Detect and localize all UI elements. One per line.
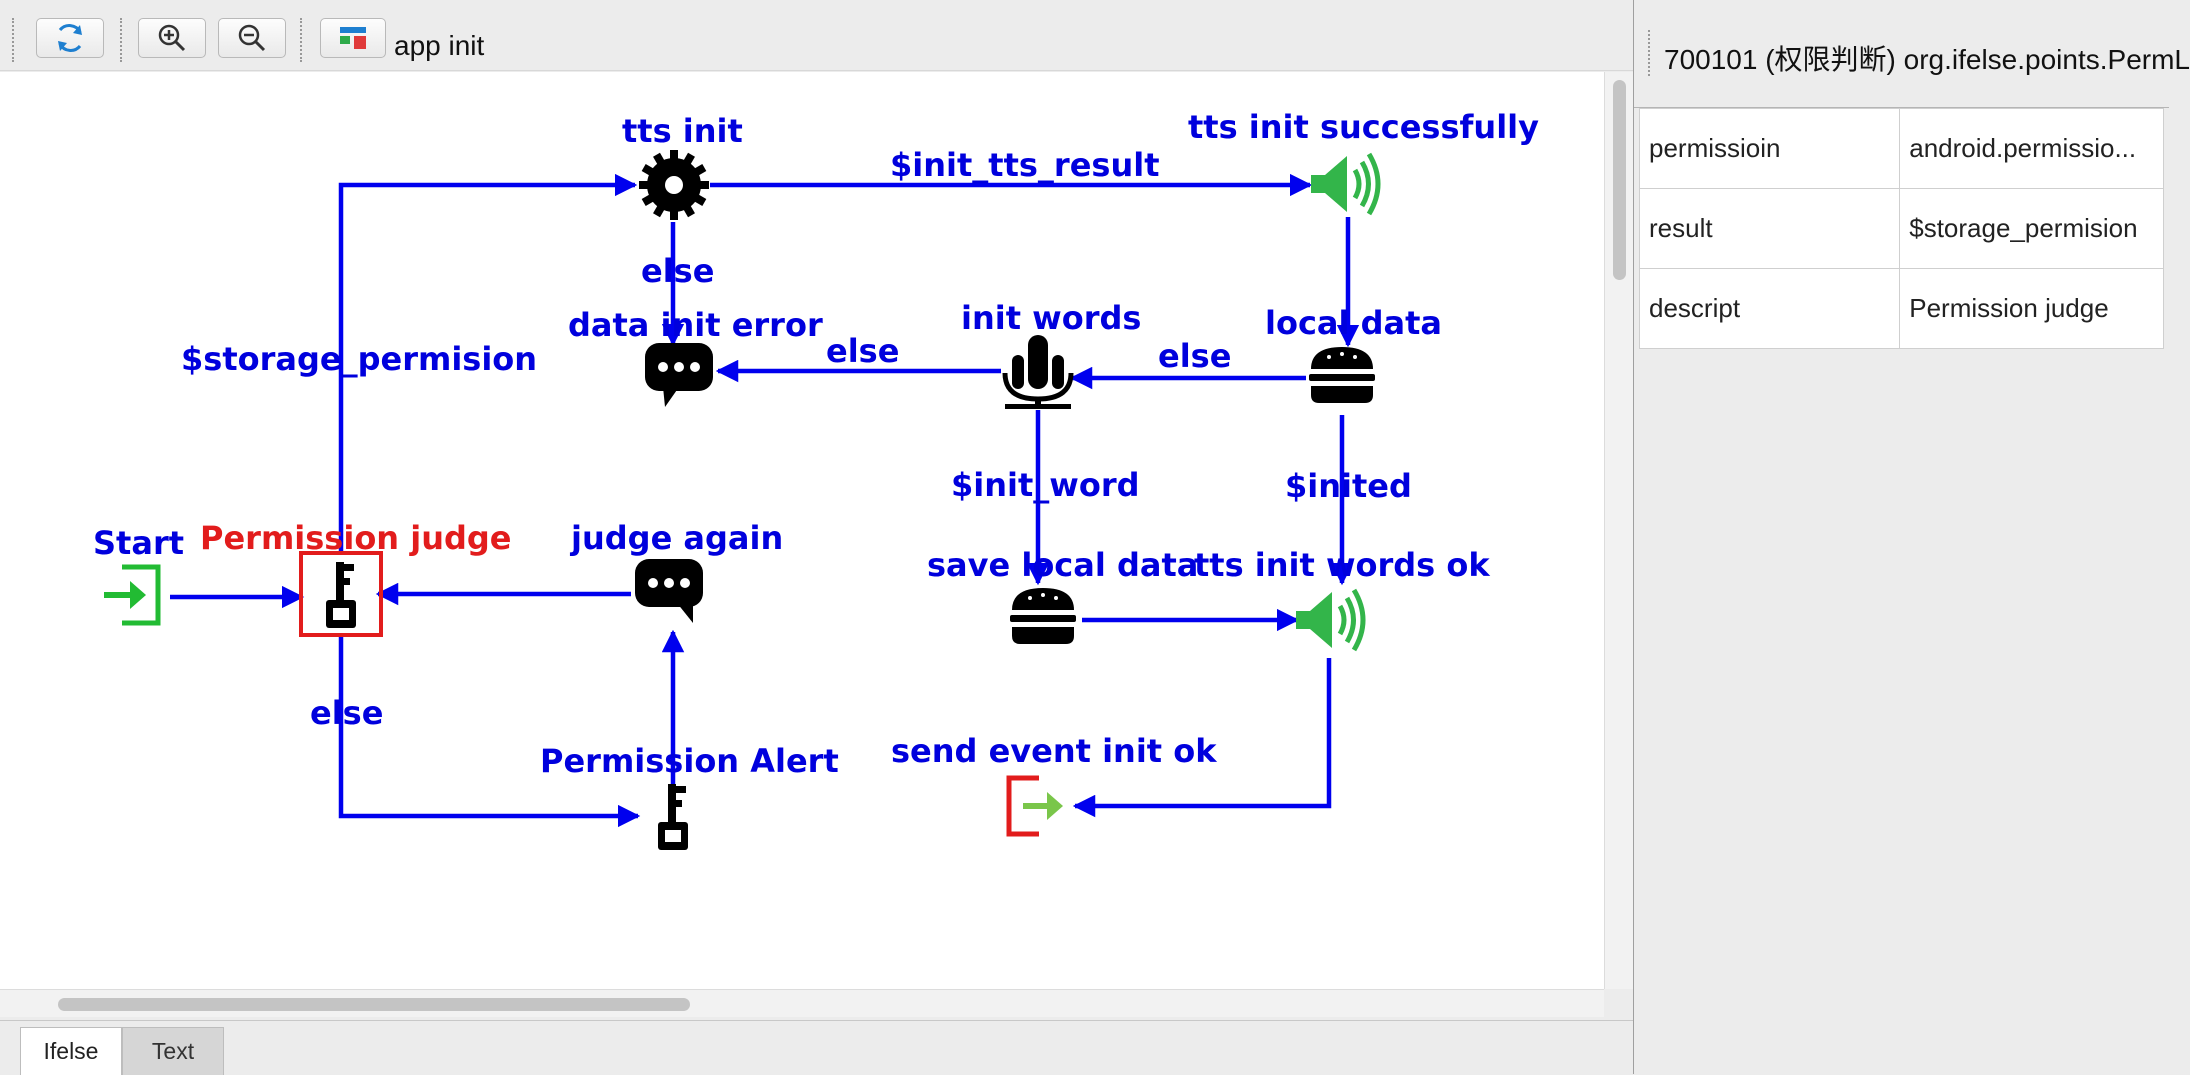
refresh-button[interactable] [36,18,104,58]
init-word-edge-label: $init_word [951,466,1140,504]
tts-init-words-ok-node[interactable] [1296,588,1366,652]
microphone-icon [1002,335,1074,409]
permission-alert-node[interactable] [658,784,688,850]
flow-icon [340,27,366,49]
data-init-error-label: data init error [568,306,823,344]
tts-init-label: tts init [622,112,743,150]
storage-permision-edge-label: $storage_permision [181,340,537,378]
save-local-data-label: save local data [927,546,1198,584]
selection-frame [299,551,383,637]
burger-icon [1010,588,1076,644]
else-local-edge-label: else [1158,337,1231,375]
judge-again-label: judge again [569,519,783,557]
inited-edge-label: $inited [1285,467,1412,505]
toolbar: app init [0,8,1633,71]
refresh-icon [58,24,82,52]
editor-pane: app init [0,8,1634,1075]
tts-init-successfully-node[interactable] [1311,152,1381,216]
chat-bubble-icon [645,343,713,407]
speaker-icon [1311,152,1381,216]
edge-storage-permision[interactable] [338,173,638,553]
zoom-in-button[interactable] [138,18,206,58]
judge-again-node[interactable] [635,559,703,623]
permission-judge-label: Permission judge [200,519,511,557]
key-icon [326,562,356,628]
toolbar-grip[interactable] [12,18,14,62]
flow-name: app init [394,30,485,61]
vertical-scroll-thumb[interactable] [1613,80,1626,280]
edge-to-send-event[interactable] [1072,658,1332,818]
start-label: Start [93,524,184,562]
flow-diagram: Start Permission judge judge again Permi… [93,108,1539,850]
toolbar-grip[interactable] [300,18,302,62]
tts-init-node[interactable] [639,150,709,220]
properties-table: permissioin android.permissio... result … [1638,108,2164,349]
flow-selector-button[interactable] [320,18,386,58]
init-words-node[interactable] [1002,335,1074,409]
speaker-icon [1296,588,1366,652]
chat-bubble-icon [635,559,703,623]
properties-pane: 700101 (权限判断) org.ifelse.points.PermL pe… [1633,0,2190,1074]
property-key: result [1638,188,1901,269]
property-value[interactable]: Permission judge [1899,268,2164,349]
logout-icon [1006,775,1063,837]
node-labels: Start Permission judge judge again Permi… [93,108,1539,780]
login-icon [104,564,161,626]
table-row[interactable]: permissioin android.permissio... [1638,108,2164,189]
horizontal-scroll-thumb[interactable] [58,998,690,1011]
property-value[interactable]: $storage_permision [1899,188,2164,269]
tab-text[interactable]: Text [122,1027,224,1075]
tts-init-words-ok-label: tts init words ok [1194,546,1490,584]
burger-icon [1309,347,1375,403]
zoom-out-icon [238,24,266,52]
properties-header: 700101 (权限判断) org.ifelse.points.PermL [1634,0,2190,108]
toolbar-grip[interactable] [120,18,122,62]
panel-grip[interactable] [1648,30,1650,76]
edge-labels: $storage_permision $init_tts_result else… [181,146,1412,732]
horizontal-scrollbar[interactable] [0,989,1604,1017]
start-node[interactable] [104,564,161,626]
data-init-error-node[interactable] [645,343,713,407]
local-data-node[interactable] [1309,347,1375,403]
table-row[interactable]: descript Permission judge [1638,268,2164,349]
property-key: permissioin [1638,108,1901,189]
property-key: descript [1638,268,1901,349]
properties-title: 700101 (权限判断) org.ifelse.points.PermL [1664,44,2190,75]
vertical-scrollbar[interactable] [1604,72,1634,989]
diagram-canvas[interactable]: Start Permission judge judge again Permi… [0,72,1604,989]
permission-alert-label: Permission Alert [540,742,839,780]
tts-init-successfully-label: tts init successfully [1188,108,1539,146]
init-tts-result-edge-label: $init_tts_result [890,146,1160,184]
tab-ifelse[interactable]: Ifelse [20,1027,122,1075]
else-permission-edge-label: else [310,694,383,732]
local-data-label: local data [1265,304,1442,342]
send-event-init-ok-label: send event init ok [891,732,1217,770]
key-icon [658,784,688,850]
else-tts-edge-label: else [641,252,714,290]
zoom-in-icon [158,24,186,52]
edge-else-permission[interactable] [338,635,641,828]
editor-tabs: Ifelse Text [0,1020,1633,1075]
save-local-data-node[interactable] [1010,588,1076,644]
init-words-label: init words [961,299,1141,337]
zoom-out-button[interactable] [218,18,286,58]
property-value[interactable]: android.permissio... [1899,108,2164,189]
edges [170,173,1360,828]
table-row[interactable]: result $storage_permision [1638,188,2164,269]
permission-judge-node[interactable] [299,551,383,637]
gear-icon [639,150,709,220]
send-event-init-ok-node[interactable] [1006,775,1063,837]
else-words-edge-label: else [826,332,899,370]
